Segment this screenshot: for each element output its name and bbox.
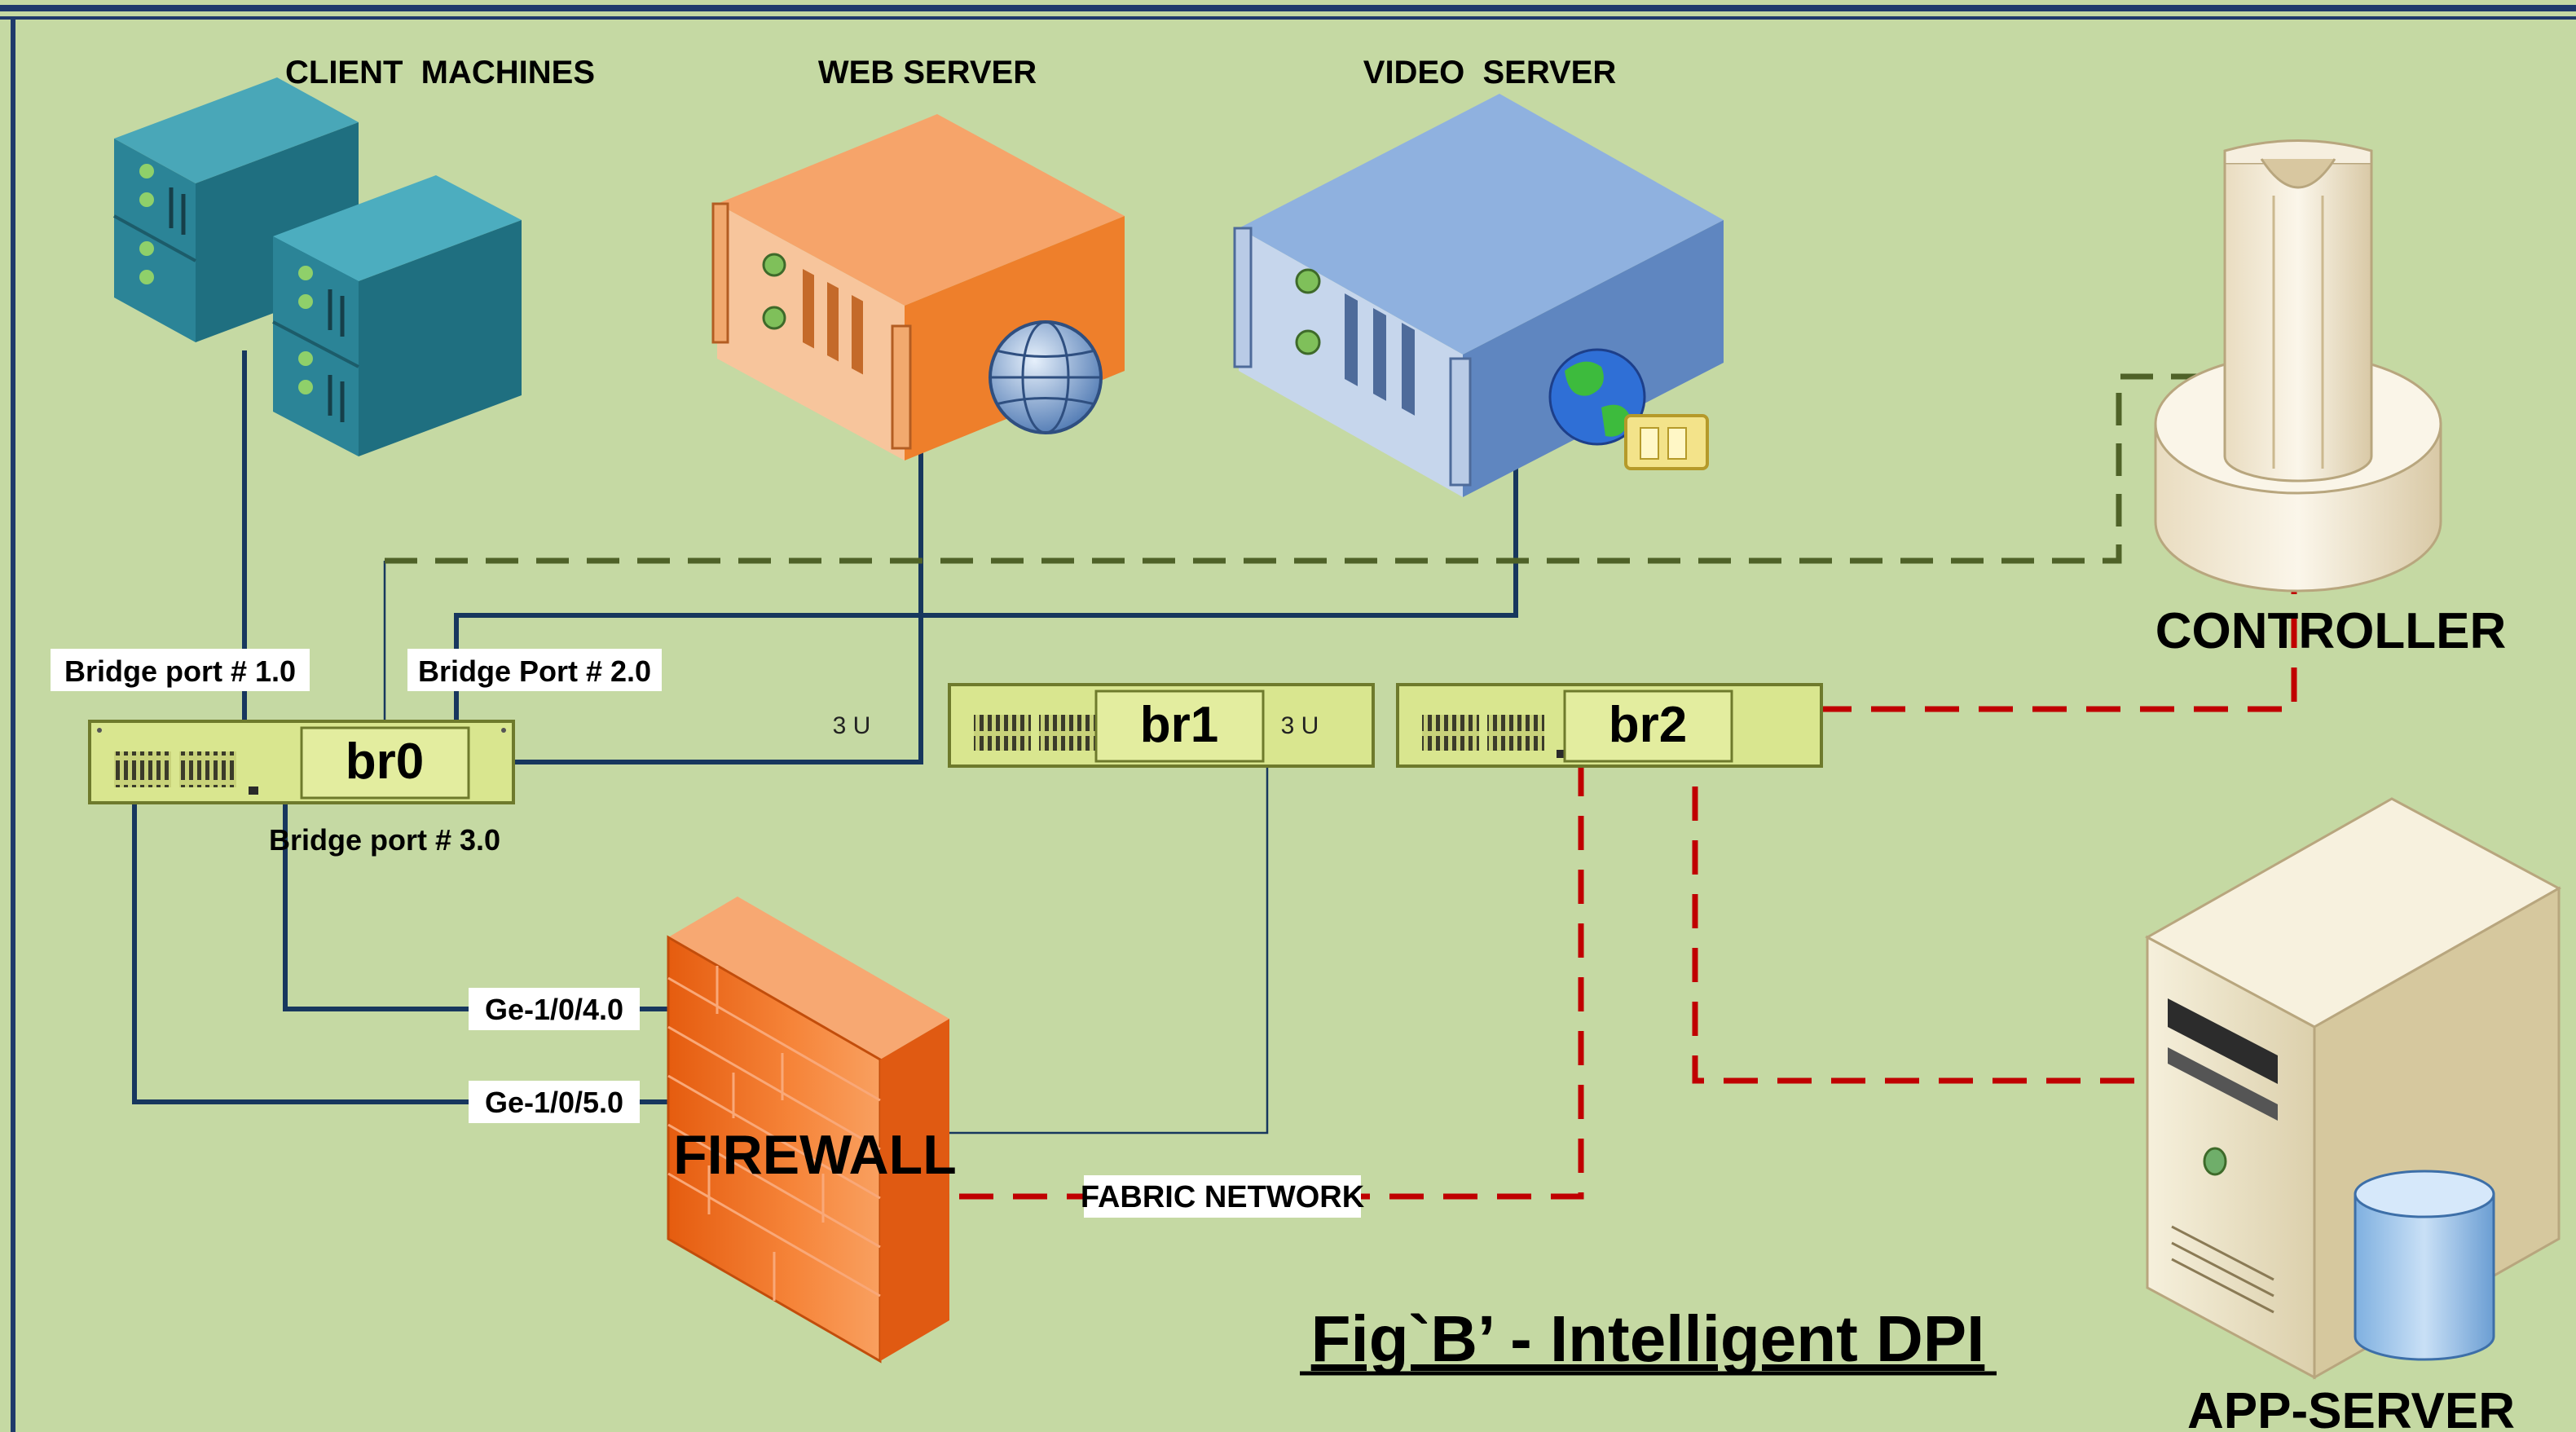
port-bank bbox=[179, 751, 236, 787]
link-br2-to-controller bbox=[1817, 587, 2297, 712]
port-bank bbox=[974, 715, 1031, 751]
controller-icon[interactable] bbox=[2154, 139, 2442, 593]
bridge-br1[interactable]: br1 bbox=[948, 683, 1375, 768]
port-bank bbox=[1487, 715, 1544, 751]
link-br2-to-appserver bbox=[1692, 786, 2151, 1084]
label-fabric-network: FABRIC NETWORK bbox=[1081, 1180, 1365, 1214]
web-server-icon[interactable] bbox=[711, 114, 1125, 460]
app-server-icon[interactable] bbox=[2144, 797, 2562, 1380]
label-ge-5: Ge-1/0/5.0 bbox=[485, 1086, 623, 1119]
video-server-icon[interactable] bbox=[1233, 94, 1724, 497]
bridge-br2[interactable]: br2 bbox=[1396, 683, 1823, 768]
control-links bbox=[385, 373, 2233, 564]
bridge-br0[interactable]: br0 bbox=[88, 720, 515, 804]
label-3u-br0: 3 U bbox=[833, 712, 871, 739]
label-bg bbox=[51, 649, 310, 691]
port-bank bbox=[1039, 715, 1096, 751]
label-controller: CONTROLLER bbox=[2155, 603, 2507, 659]
label-firewall: FIREWALL bbox=[673, 1124, 957, 1186]
label-bg bbox=[469, 1081, 640, 1123]
bridge-name-br1: br1 bbox=[1140, 697, 1218, 753]
figure-title: Fig`B’ - Intelligent DPI bbox=[1311, 1302, 1985, 1375]
label-ge-4: Ge-1/0/4.0 bbox=[485, 993, 623, 1026]
earth-globe-icon bbox=[1548, 348, 1646, 446]
port-bank bbox=[1422, 715, 1479, 751]
port-bank bbox=[114, 751, 171, 787]
label-bg bbox=[1084, 1175, 1361, 1218]
label-bridge-port-1: Bridge port # 1.0 bbox=[64, 654, 296, 688]
link-controller-management bbox=[385, 373, 2233, 564]
film-reel-icon bbox=[1624, 414, 1709, 470]
label-bridge-port-3: Bridge port # 3.0 bbox=[269, 823, 500, 857]
bridge-name-br0: br0 bbox=[346, 734, 424, 790]
label-client-machines: CLIENT MACHINES bbox=[285, 55, 595, 90]
database-icon bbox=[2354, 1170, 2495, 1361]
globe-icon bbox=[989, 320, 1103, 434]
link-br0-right bbox=[513, 615, 923, 764]
bridge-name-br2: br2 bbox=[1609, 697, 1687, 753]
label-3u-br1: 3 U bbox=[1281, 712, 1319, 739]
link-br1-to-firewall bbox=[949, 762, 1269, 1135]
link-br2-to-firewall bbox=[949, 762, 1584, 1200]
label-bg bbox=[469, 988, 640, 1030]
label-bg bbox=[407, 649, 662, 691]
firewall-icon[interactable] bbox=[667, 897, 949, 1364]
client-machines-icon[interactable] bbox=[113, 77, 522, 456]
label-video-server: VIDEO SERVER bbox=[1363, 55, 1617, 90]
label-web-server: WEB SERVER bbox=[818, 55, 1037, 90]
label-bridge-port-2: Bridge Port # 2.0 bbox=[418, 654, 651, 688]
label-app-server: APP-SERVER bbox=[2187, 1383, 2515, 1432]
fabric-links bbox=[949, 587, 2297, 1200]
link-videoserver-to-br0 bbox=[921, 452, 1518, 618]
